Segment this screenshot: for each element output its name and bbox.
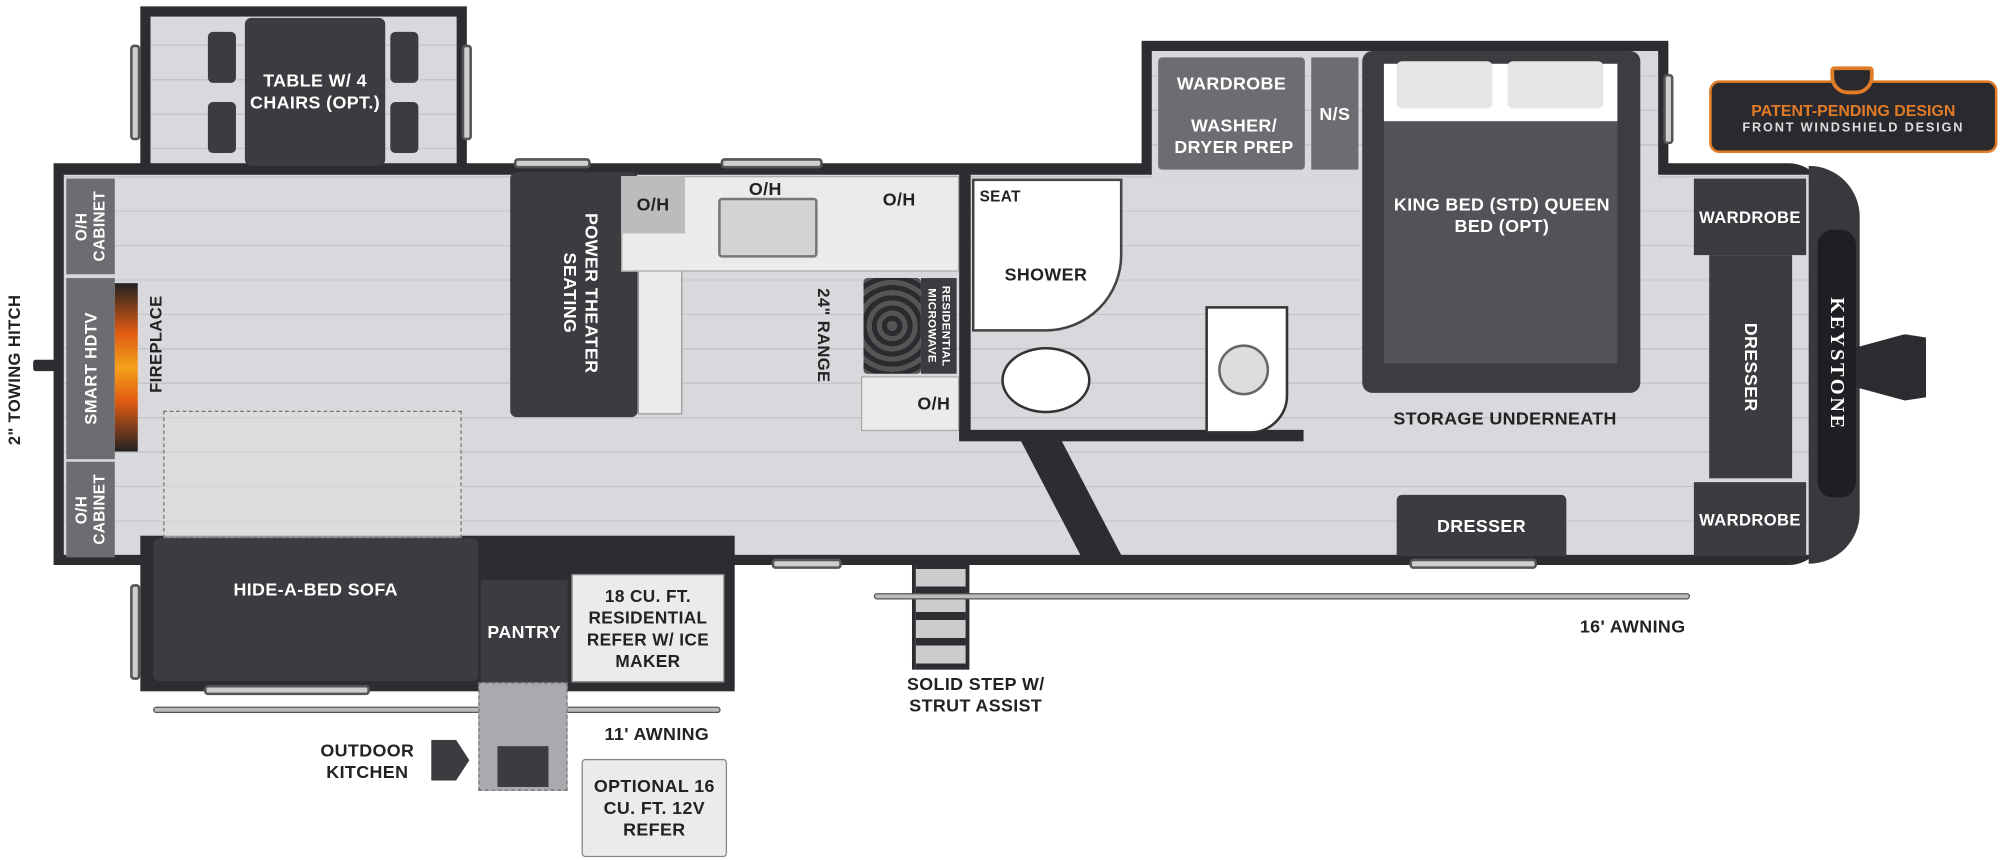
- arrow-icon: [431, 739, 470, 781]
- oh-cabinet-bottom: O/H CABINET: [66, 461, 115, 558]
- sink-basin-icon: [1218, 344, 1270, 396]
- optional-refer: OPTIONAL 16 CU. FT. 12V REFER: [581, 758, 728, 858]
- washer-dryer-label: WASHER/ DRYER PREP: [1174, 114, 1294, 157]
- solid-step-label: SOLID STEP W/ STRUT ASSIST: [906, 673, 1045, 716]
- awning-16: [873, 593, 1691, 600]
- fireplace-icon: [114, 283, 138, 452]
- badge-line2: FRONT WINDSHIELD DESIGN: [1742, 121, 1965, 136]
- wardrobe-front-bottom: WARDROBE: [1693, 482, 1807, 557]
- window: [204, 684, 370, 696]
- bath-wall: [959, 172, 971, 441]
- outdoor-kitchen-label: OUTDOOR KITCHEN: [320, 739, 415, 782]
- oh-cabinet: O/H: [860, 376, 960, 432]
- chair: [390, 102, 419, 154]
- dresser-bottom: DRESSER: [1396, 494, 1567, 557]
- sink-icon: [718, 197, 818, 258]
- dining-table: TABLE W/ 4 CHAIRS (OPT.): [244, 17, 386, 166]
- residential-refer: 18 CU. FT. RESIDENTIAL REFER W/ ICE MAKE…: [571, 573, 725, 683]
- wardrobe-front-top: WARDROBE: [1693, 178, 1807, 256]
- range-label: 24" RANGE: [814, 288, 834, 383]
- awning-11: [153, 706, 721, 714]
- smart-hdtv: SMART HDTV: [66, 278, 115, 460]
- window: [1409, 558, 1537, 569]
- badge-line1: PATENT-PENDING DESIGN: [1751, 102, 1956, 120]
- window: [720, 158, 823, 169]
- wardrobe-washer: [1158, 57, 1305, 170]
- shower-label: SHOWER: [1004, 264, 1088, 285]
- range-icon: [863, 278, 921, 374]
- oh-cabinet: O/H: [621, 176, 685, 234]
- rug-area: [163, 410, 462, 539]
- entry-step: [911, 561, 970, 670]
- window: [1663, 73, 1674, 145]
- oh-cabinet: O/H: [748, 178, 782, 199]
- dresser-front: DRESSER: [1709, 255, 1793, 479]
- hitch-pin: [33, 359, 57, 372]
- windshield-icon: [1830, 66, 1874, 95]
- pantry: PANTRY: [480, 580, 568, 683]
- outdoor-grill: [497, 746, 549, 787]
- kingpin: [1855, 334, 1927, 401]
- oh-cabinet-top: O/H CABINET: [66, 178, 115, 275]
- shower: [971, 178, 1123, 332]
- awning-11-label: 11' AWNING: [604, 723, 710, 744]
- shower-seat-label: SEAT: [979, 187, 1021, 206]
- chair: [207, 31, 236, 83]
- microwave: RESIDENTIAL MICROWAVE: [920, 278, 957, 374]
- window: [771, 558, 842, 569]
- fireplace-label: FIREPLACE: [146, 295, 166, 394]
- brand-logo: KEYSTONE: [1817, 229, 1856, 498]
- oh-cabinet: O/H: [882, 188, 916, 210]
- storage-label: STORAGE UNDERNEATH: [1393, 408, 1617, 429]
- bed-label: KING BED (STD) QUEEN BED (OPT): [1393, 193, 1610, 236]
- toilet-icon: [1001, 346, 1091, 414]
- pillow: [1507, 61, 1604, 109]
- theater-seating-label: POWER THEATER SEATING: [559, 213, 603, 374]
- nightstand: N/S: [1311, 57, 1359, 170]
- awning-16-label: 16' AWNING: [1579, 616, 1686, 637]
- window: [130, 584, 141, 680]
- pillow: [1396, 61, 1493, 109]
- theater-seating: [510, 172, 638, 418]
- bath-wall: [959, 429, 1304, 442]
- window: [461, 44, 472, 141]
- towing-hitch-label: 2" TOWING HITCH: [4, 294, 24, 446]
- chair: [207, 102, 236, 154]
- wardrobe-label: WARDROBE: [1176, 72, 1287, 94]
- chair: [390, 31, 419, 83]
- window: [130, 44, 141, 141]
- table-label: TABLE W/ 4 CHAIRS (OPT.): [250, 70, 381, 113]
- window: [514, 158, 591, 169]
- hide-a-bed-sofa: HIDE-A-BED SOFA: [153, 538, 479, 682]
